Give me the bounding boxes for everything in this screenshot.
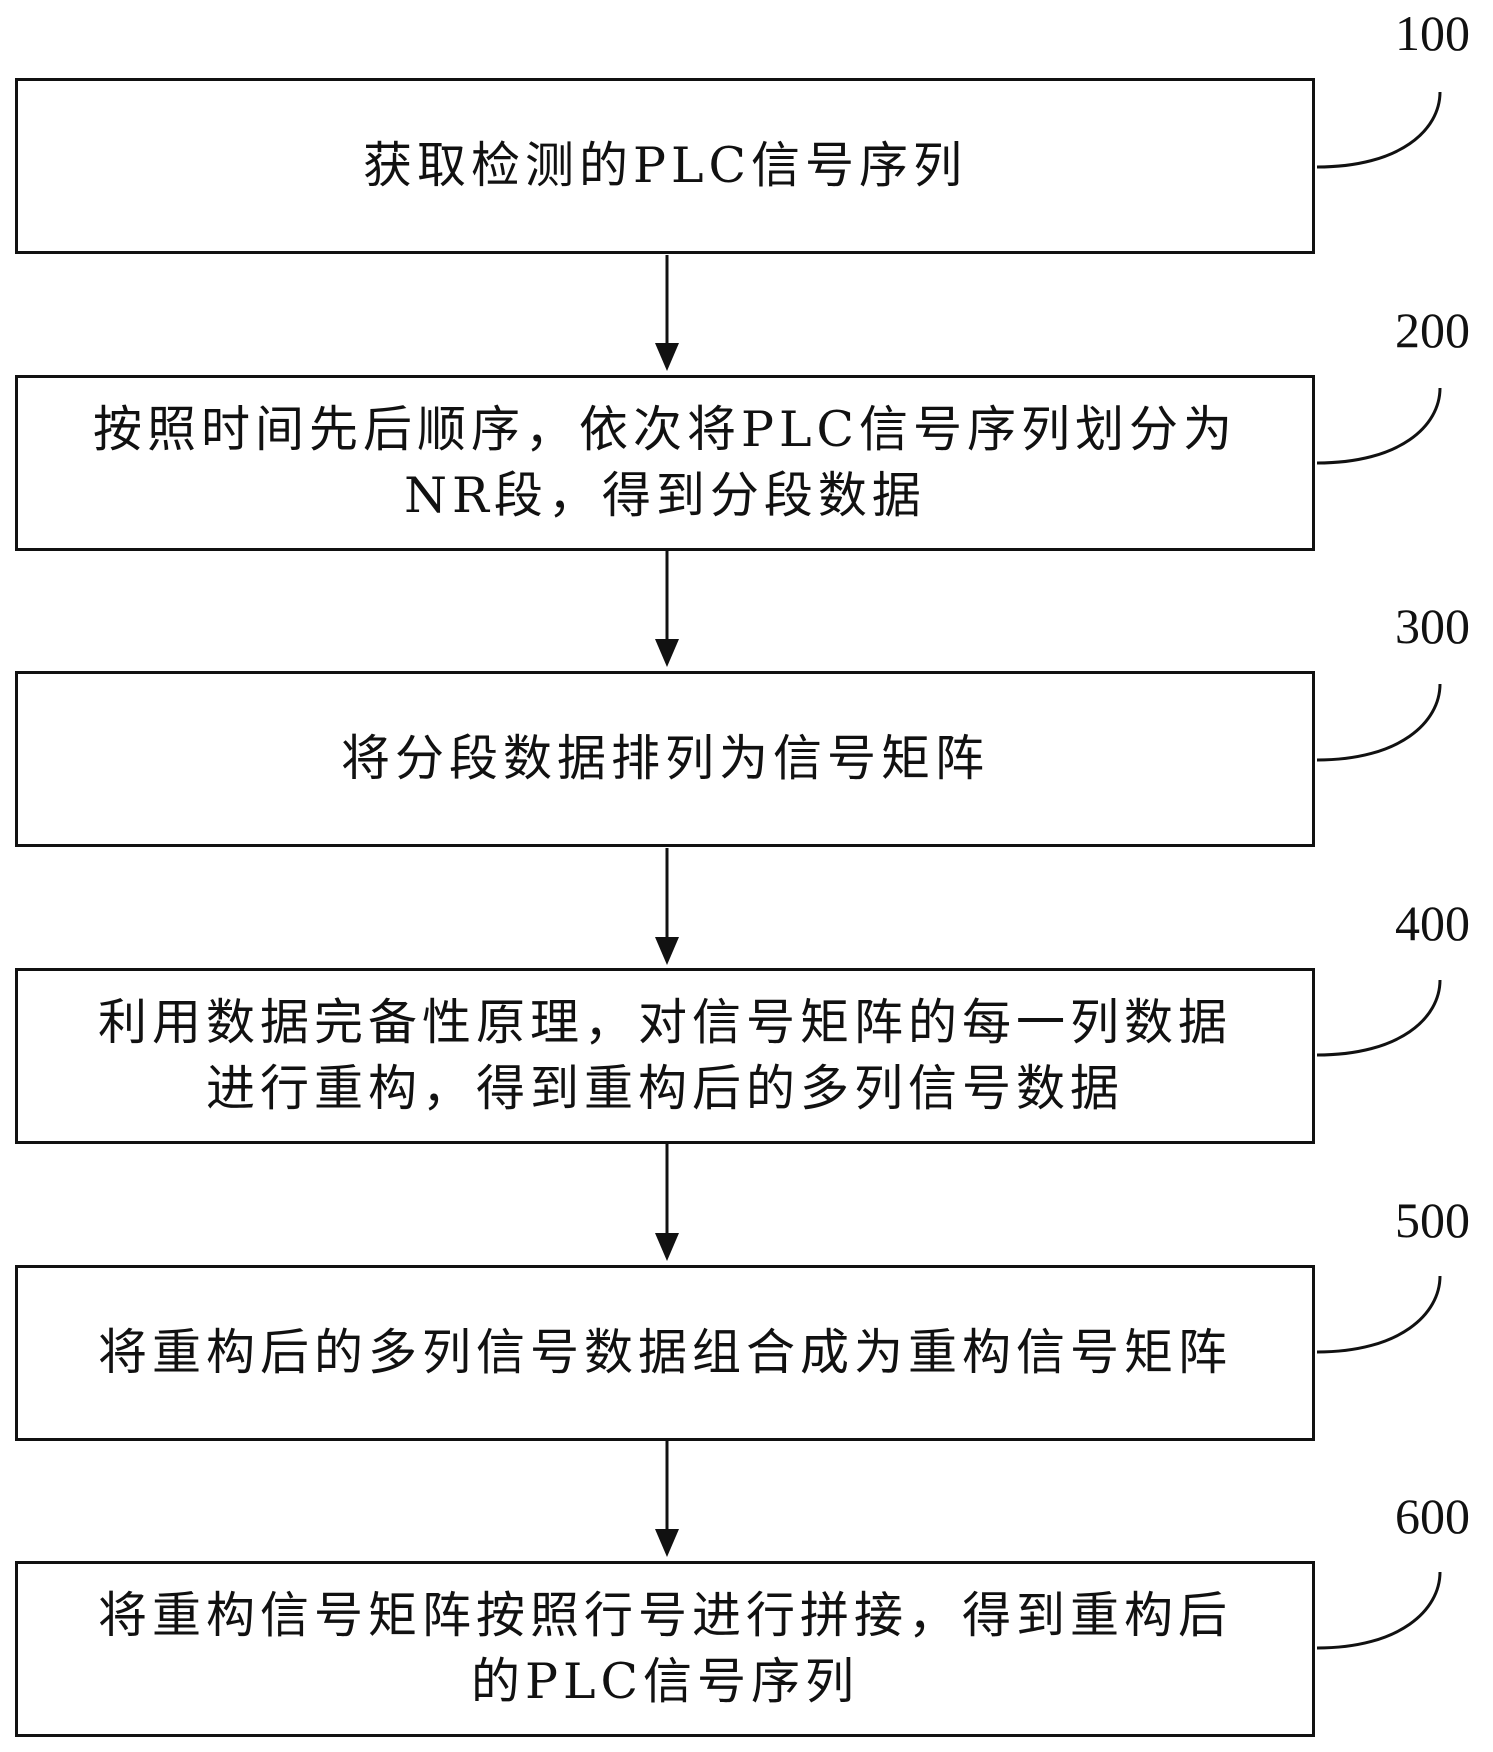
step-number-100: 100 bbox=[1395, 5, 1470, 61]
step-400-line-1: 利用数据完备性原理，对信号矩阵的每一列数据 bbox=[97, 994, 1232, 1051]
leader-line-100 bbox=[1316, 91, 1442, 169]
step-number-200: 200 bbox=[1395, 302, 1470, 358]
step-500-line-1: 将重构后的多列信号数据组合成为重构信号矩阵 bbox=[97, 1324, 1232, 1381]
leader-line-500 bbox=[1316, 1275, 1442, 1354]
step-number-600: 600 bbox=[1395, 1488, 1470, 1544]
step-box-600: 将重构信号矩阵按照行号进行拼接，得到重构后 的PLC信号序列 bbox=[15, 1561, 1315, 1737]
step-600-line-2: 的PLC信号序列 bbox=[470, 1653, 859, 1710]
arrow-300-400 bbox=[655, 848, 679, 965]
arrow-500-600 bbox=[655, 1441, 679, 1557]
step-100-line-1: 获取检测的PLC信号序列 bbox=[362, 137, 967, 194]
arrow-100-200 bbox=[655, 255, 679, 371]
step-600-line-1: 将重构信号矩阵按照行号进行拼接，得到重构后 bbox=[97, 1587, 1232, 1644]
leader-line-400 bbox=[1316, 979, 1442, 1057]
step-number-300: 300 bbox=[1395, 598, 1470, 654]
leader-line-200 bbox=[1316, 387, 1442, 465]
step-number-500: 500 bbox=[1395, 1192, 1470, 1248]
arrow-200-300 bbox=[655, 551, 679, 667]
step-box-500: 将重构后的多列信号数据组合成为重构信号矩阵 bbox=[15, 1265, 1315, 1441]
step-box-200: 按照时间先后顺序，依次将PLC信号序列划分为 NR段，得到分段数据 bbox=[15, 375, 1315, 551]
step-box-100: 获取检测的PLC信号序列 bbox=[15, 78, 1315, 254]
leader-line-600 bbox=[1316, 1571, 1442, 1650]
step-300-line-1: 将分段数据排列为信号矩阵 bbox=[340, 730, 989, 787]
step-box-300: 将分段数据排列为信号矩阵 bbox=[15, 671, 1315, 847]
arrow-400-500 bbox=[655, 1144, 679, 1261]
step-200-line-2: NR段，得到分段数据 bbox=[404, 467, 926, 524]
step-200-line-1: 按照时间先后顺序，依次将PLC信号序列划分为 bbox=[92, 401, 1237, 458]
step-box-400: 利用数据完备性原理，对信号矩阵的每一列数据 进行重构，得到重构后的多列信号数据 bbox=[15, 968, 1315, 1144]
step-400-line-2: 进行重构，得到重构后的多列信号数据 bbox=[205, 1060, 1124, 1117]
leader-line-300 bbox=[1316, 683, 1442, 762]
step-number-400: 400 bbox=[1395, 895, 1470, 951]
